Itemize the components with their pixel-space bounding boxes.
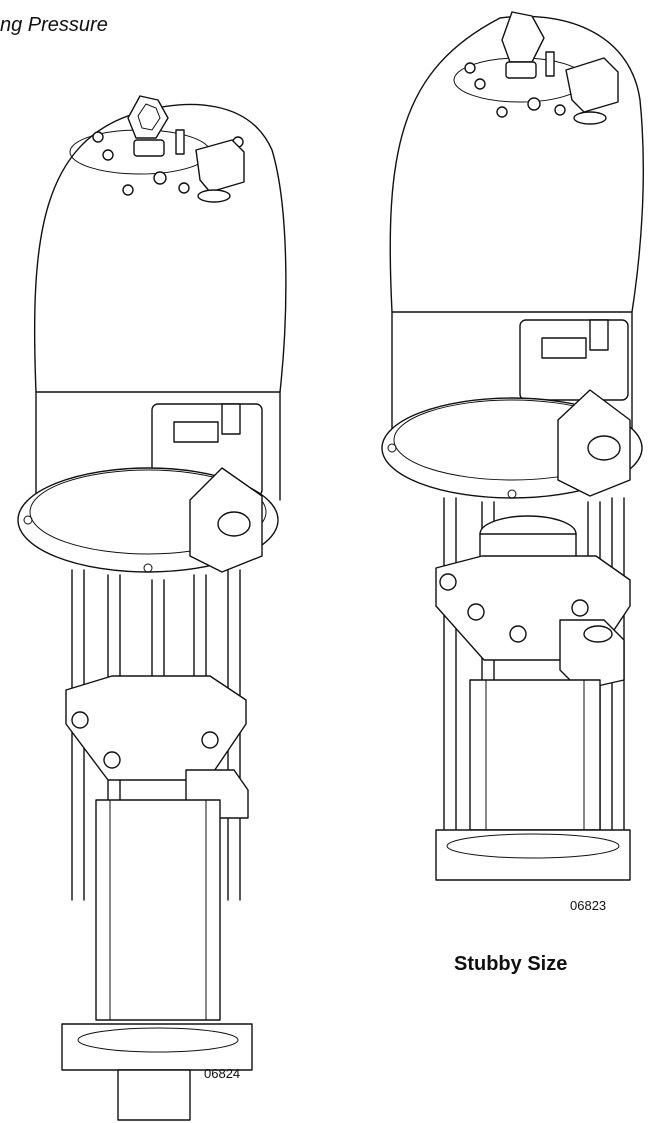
intake-tube — [117, 1069, 191, 1121]
pump-base-block — [435, 829, 631, 881]
figure-number-stubby: 06823 — [570, 898, 607, 913]
caption-stubby-size: Stubby Size — [454, 953, 568, 975]
air-inlet-fitting — [565, 57, 619, 113]
pump-base-block — [61, 1023, 253, 1071]
air-motor-body — [35, 391, 281, 501]
lifting-ring — [127, 95, 169, 139]
displacement-pump-cylinder — [469, 679, 601, 831]
air-inlet-fitting — [195, 139, 245, 193]
displacement-pump-cylinder — [95, 799, 221, 1021]
section-heading: ng Pressure — [0, 14, 108, 36]
air-motor-body — [391, 311, 633, 433]
figure-number-standard: 06824 — [204, 1066, 241, 1081]
